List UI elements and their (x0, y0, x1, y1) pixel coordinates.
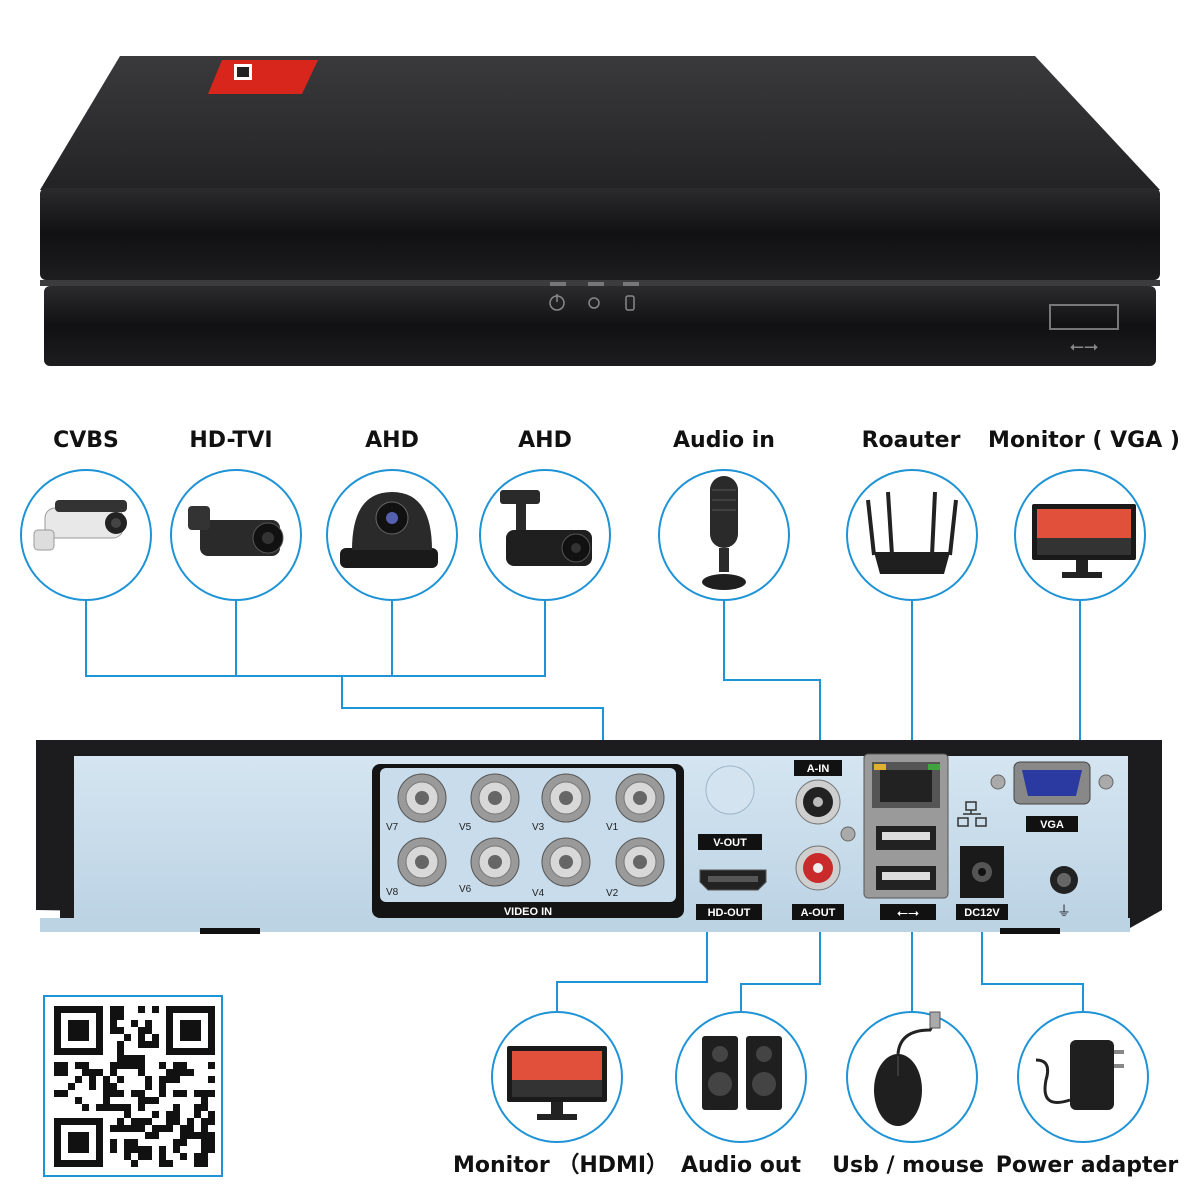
channel-label-v6: V6 (459, 884, 472, 895)
a-out-tag (792, 904, 844, 920)
dc-power-port (960, 846, 1004, 898)
a-in-tag (794, 760, 842, 776)
power-adapter-circle (1017, 1011, 1149, 1143)
channel-label-v3: V3 (532, 822, 545, 833)
label-monitor-hdmi: Monitor （HDMI） (453, 1153, 668, 1178)
a-out-label: A-OUT (801, 907, 836, 919)
channel-label-v7: V7 (386, 822, 399, 833)
bullet-camera-icon (500, 490, 592, 566)
ground-icon: ⏚ (1057, 904, 1071, 920)
vga-tag (1026, 816, 1078, 832)
label-audio-in: Audio in (673, 428, 775, 453)
vga-label: VGA (1040, 819, 1064, 831)
bnc-connectors (397, 773, 665, 887)
ahd-bullet-camera-circle (479, 469, 611, 601)
v-out-label: V-OUT (713, 837, 747, 849)
qr-code (43, 995, 223, 1177)
v-out-knockout (705, 765, 755, 815)
hdmi-port (699, 869, 767, 891)
mouse-icon (874, 1011, 941, 1126)
label-hd-tvi: HD-TVI (189, 428, 272, 453)
lan-usb-block (863, 753, 949, 899)
bnc-v3 (541, 773, 591, 823)
monitor-icon (507, 1046, 607, 1120)
ahd-dome-camera-circle (326, 469, 458, 601)
router-icon (866, 491, 958, 574)
router-circle (846, 469, 978, 601)
usb-icon: ⭠⭢ (897, 905, 919, 921)
bnc-v4 (541, 837, 591, 887)
front-usb-icon: ⭠⭢ (1070, 336, 1099, 357)
bullet-camera-icon (33, 500, 127, 551)
dvr-rear-panel: V7 V5 V3 V1 V8 V6 V4 V2 VIDEO IN V-OUT H… (36, 740, 1162, 934)
label-audio-out: Audio out (681, 1153, 802, 1178)
audio-in-circle (658, 469, 790, 601)
bnc-v5 (470, 773, 520, 823)
bullet-camera-icon (188, 506, 284, 556)
v-out-tag (698, 834, 762, 850)
label-usb-mouse: Usb / mouse (832, 1153, 984, 1178)
usb-mouse-circle (846, 1011, 978, 1143)
channel-label-v1: V1 (606, 822, 619, 833)
rca-audio-out (795, 845, 841, 891)
monitor-hdmi-circle (491, 1011, 623, 1143)
ground-terminal: ⏚ (1050, 866, 1078, 920)
rca-audio-in (795, 779, 841, 825)
label-monitor-vga: Monitor ( VGA ) (988, 428, 1180, 453)
audio-out-circle (675, 1011, 807, 1143)
label-ahd-dome: AHD (365, 428, 419, 453)
video-in-label: VIDEO IN (504, 906, 552, 918)
monitor-icon (1032, 504, 1136, 578)
a-in-label: A-IN (807, 763, 830, 775)
dvr-front-view: ⭠⭢ (40, 56, 1160, 366)
warranty-sticker (208, 60, 318, 94)
bnc-v1 (615, 773, 665, 823)
channel-label-v8: V8 (386, 887, 399, 898)
front-usb-port (1049, 304, 1119, 330)
channel-label-v4: V4 (532, 888, 545, 899)
network-led-icon (588, 297, 600, 309)
dc-tag (956, 904, 1008, 920)
hd-out-label: HD-OUT (708, 907, 751, 919)
speaker-icon (702, 1036, 782, 1110)
status-led-group (549, 282, 639, 311)
hdd-led-icon (625, 295, 635, 311)
vga-port (990, 761, 1114, 805)
monitor-vga-circle (1014, 469, 1146, 601)
bnc-v8 (397, 837, 447, 887)
label-cvbs: CVBS (53, 428, 119, 453)
label-router: Roauter (862, 428, 961, 453)
power-adapter-icon (1035, 1040, 1124, 1110)
bnc-v6 (470, 837, 520, 887)
label-power-adapter: Power adapter (996, 1153, 1179, 1178)
hd-out-tag (696, 904, 762, 920)
bnc-v7 (397, 773, 447, 823)
channel-label-v5: V5 (459, 822, 472, 833)
channel-label-v2: V2 (606, 888, 619, 899)
cvbs-camera-circle (20, 469, 152, 601)
dc-label: DC12V (964, 907, 1000, 919)
network-icon (957, 801, 987, 827)
hdtvi-camera-circle (170, 469, 302, 601)
dome-camera-icon (340, 492, 438, 568)
usb-tag (880, 904, 936, 920)
bnc-v2 (615, 837, 665, 887)
microphone-icon (702, 476, 746, 590)
ground-screw (840, 826, 856, 842)
label-ahd-bullet: AHD (518, 428, 572, 453)
video-in-block: V7 V5 V3 V1 V8 V6 V4 V2 VIDEO IN (372, 764, 684, 918)
